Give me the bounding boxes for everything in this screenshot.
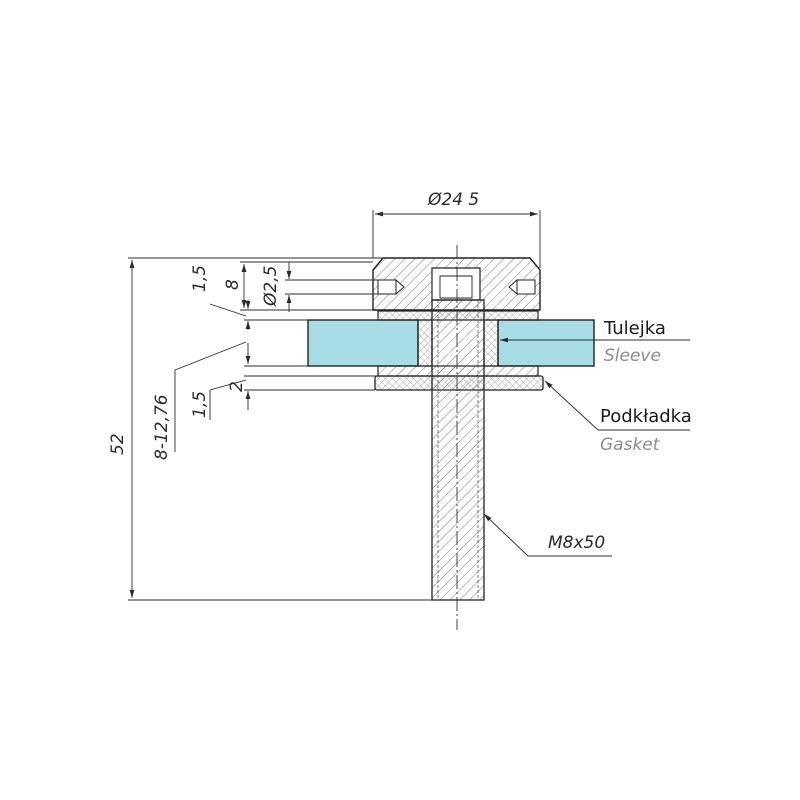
dim-overall-height-label: 52 <box>108 433 128 455</box>
dim-lower: 1,5 2 <box>190 375 378 420</box>
dim-cap: 8 Ø2,5 <box>223 261 378 312</box>
glass-panel <box>307 319 595 367</box>
dim-cap-height-label: 8 <box>223 279 243 290</box>
dim-lower-gap-label: 1,5 <box>190 391 210 418</box>
dim-glass-thickness-label: 8-12,76 <box>152 394 172 460</box>
dim-diameter-top-label: Ø24 5 <box>427 190 479 210</box>
dim-gasket-thickness-label: 2 <box>227 381 247 392</box>
leader-sleeve: Tulejka Sleeve <box>500 318 690 366</box>
label-bolt: M8x50 <box>548 533 605 553</box>
dim-glass-thickness: 8-12,76 <box>152 341 308 460</box>
label-gasket-pl: Podkładka <box>600 406 692 427</box>
label-gasket-en: Gasket <box>600 435 661 455</box>
cap-head <box>372 257 541 311</box>
bolt-m8 <box>431 299 485 601</box>
label-sleeve-pl: Tulejka <box>603 318 666 339</box>
dim-overall-height: 52 <box>108 257 432 601</box>
dim-cap-gap: 1,5 <box>190 265 308 330</box>
leader-gasket: Podkładka Gasket <box>544 380 692 455</box>
dim-diameter-top: Ø24 5 <box>372 190 541 268</box>
label-sleeve-en: Sleeve <box>604 346 661 366</box>
dim-hole-diameter-label: Ø2,5 <box>261 266 281 307</box>
leader-bolt: M8x50 <box>483 513 612 557</box>
dim-cap-gap-label: 1,5 <box>190 265 210 292</box>
